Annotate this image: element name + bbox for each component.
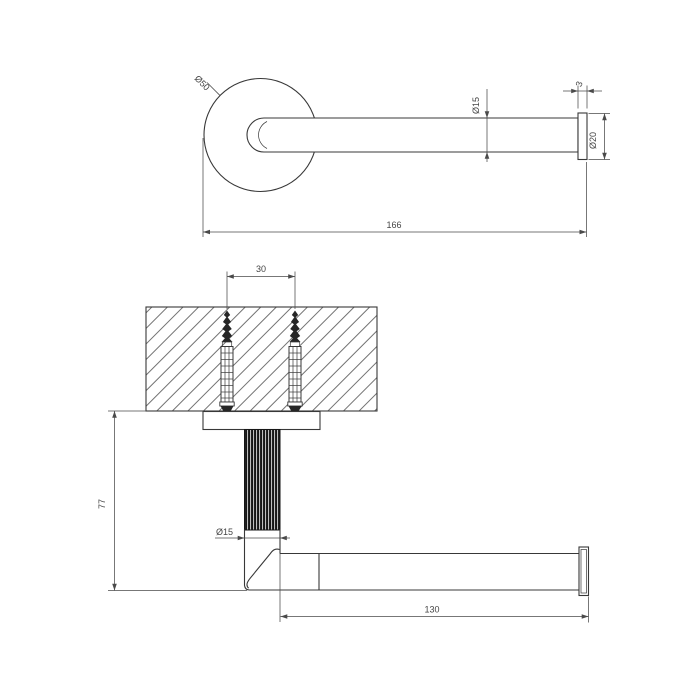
arm-end-cap — [578, 546, 590, 597]
front-view: Ø50 Ø15 3 Ø20 — [193, 73, 610, 237]
holder-tube — [246, 117, 579, 153]
arm-end-cap-inner — [580, 549, 587, 594]
tube-end-cap — [577, 112, 588, 161]
dim-screw-spacing: 30 — [226, 264, 296, 309]
dim-flange-diameter: Ø50 — [193, 73, 221, 96]
dim-tube-diameter: Ø15 — [471, 89, 490, 162]
dim-overall-length: 166 — [202, 138, 587, 237]
dim-screw-spacing-label: 30 — [256, 264, 266, 274]
holder-arm — [243, 529, 579, 591]
section-view: 30 Ø15 77 — [97, 264, 590, 623]
dim-arm-length-label: 130 — [424, 605, 439, 615]
dim-overall-length-label: 166 — [386, 220, 401, 230]
tube-cap-inner-arc — [258, 121, 268, 149]
dim-cap-thickness: 3 — [563, 80, 602, 109]
dim-cap-diameter-label: Ø20 — [588, 132, 598, 149]
dim-arm-tube-diameter: Ø15 — [215, 527, 290, 541]
knurled-stem — [244, 429, 281, 531]
mounting-plate — [202, 410, 321, 431]
dim-arm-tube-diameter-label: Ø15 — [216, 527, 233, 537]
dim-cap-diameter: Ø20 — [588, 113, 610, 160]
dim-height: 77 — [97, 410, 247, 591]
elbow-miter-seam — [246, 548, 280, 589]
dim-arm-length: 130 — [279, 553, 589, 623]
dim-tube-diameter-label: Ø15 — [471, 97, 481, 114]
dim-flange-diameter-label: Ø50 — [193, 73, 212, 92]
dim-height-label: 77 — [97, 499, 107, 509]
dim-cap-thickness-label: 3 — [574, 80, 585, 88]
wall-section-hatch — [145, 306, 378, 412]
